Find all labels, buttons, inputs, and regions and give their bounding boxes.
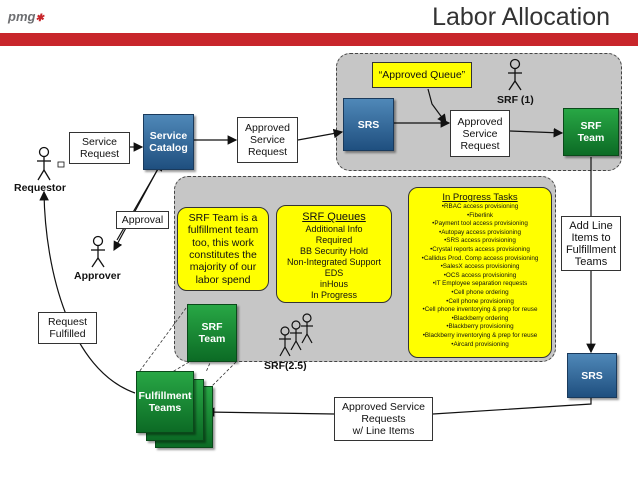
- srf-queue-item: inHous: [319, 279, 348, 289]
- srf25-label: SRF(2.5): [264, 360, 307, 372]
- srf-team-note-text: SRF Team is a fulfillment team too, this…: [187, 211, 259, 286]
- approved-service-request-box-2: Approved Service Request: [450, 110, 510, 157]
- in-progress-item: •Cell phone ordering: [451, 288, 509, 296]
- approved-service-request-box: Approved Service Request: [237, 117, 298, 163]
- in-progress-item: •RBAC access provisioning: [441, 203, 519, 210]
- srf1-figure-icon: [508, 58, 522, 91]
- page-title: Labor Allocation: [432, 3, 610, 31]
- service-catalog-box: Service Catalog: [143, 114, 194, 170]
- in-progress-item: •Blackberry inventorying & prep for reus…: [422, 331, 538, 339]
- in-progress-item: •Blackberry ordering: [451, 314, 509, 322]
- srf1-label: SRF (1): [497, 94, 534, 106]
- in-progress-item: •IT Employee separation requests: [432, 280, 528, 288]
- in-progress-item: •Fiberlink: [467, 211, 493, 219]
- srf-team-mid-box: SRF Team: [187, 304, 237, 362]
- srf-queue-item: BB Security Hold: [299, 246, 369, 256]
- add-line-items-box: Add Line Items to Fulfillment Teams: [561, 216, 621, 271]
- requestor-figure-icon: [37, 146, 51, 181]
- in-progress-tasks-box: In Progress Tasks •RBAC access provision…: [408, 187, 552, 358]
- srf-queue-item: In Progress: [310, 290, 358, 300]
- srf25-figures-icon: [279, 313, 313, 357]
- in-progress-item: •Cell phone inventorying & prep for reus…: [422, 306, 538, 314]
- srs-bottom-box: SRS: [567, 353, 617, 398]
- in-progress-item: •Blackberry provisioning: [446, 323, 514, 331]
- in-progress-item: •OCS access provisioning: [443, 271, 517, 279]
- in-progress-item: •Cell phone provisioning: [446, 297, 514, 305]
- srf-queues-box: SRF Queues Additional Info Required BB S…: [276, 205, 392, 303]
- in-progress-item: •SalesX access provisioning: [440, 263, 520, 271]
- srs-top-box: SRS: [343, 98, 394, 151]
- in-progress-item: •Aircard provisioning: [451, 340, 509, 348]
- srf-queue-item: Required: [315, 235, 353, 245]
- header-accent-bar: [0, 33, 638, 46]
- srf-queues-title: SRF Queues: [302, 211, 366, 223]
- requestor-label: Requestor: [14, 182, 66, 194]
- service-request-box: Service Request: [69, 132, 130, 164]
- srf-queue-item: Non-Integrated Support: [286, 257, 382, 267]
- in-progress-title: In Progress Tasks: [442, 192, 518, 203]
- fulfillment-teams-box: Fulfillment Teams: [136, 371, 194, 433]
- request-fulfilled-box: Request Fulfilled: [38, 312, 97, 344]
- srf-team-note: SRF Team is a fulfillment team too, this…: [177, 207, 269, 291]
- approver-figure-icon: [91, 235, 105, 268]
- in-progress-item: •Crystal reports access provisioning: [430, 245, 530, 253]
- in-progress-item: •SRS access provisioning: [444, 237, 516, 245]
- srf-team-right-box: SRF Team: [563, 108, 619, 156]
- in-progress-item: •Payment tool access provisioning: [432, 220, 528, 228]
- in-progress-item: •Callidus Prod. Comp access provisioning: [421, 254, 539, 262]
- in-progress-item: •Autopay access provisioning: [438, 228, 521, 236]
- approval-box: Approval: [116, 211, 169, 229]
- header-bar: [0, 0, 638, 33]
- approved-service-requests-line-box: Approved Service Requests w/ Line Items: [334, 397, 433, 441]
- approver-label: Approver: [74, 270, 121, 282]
- srf-queue-item: Additional Info: [305, 224, 363, 234]
- srf-queue-item: EDS: [324, 268, 344, 278]
- approved-queue-box: “Approved Queue”: [372, 62, 472, 88]
- company-logo: pmg✱: [8, 9, 44, 24]
